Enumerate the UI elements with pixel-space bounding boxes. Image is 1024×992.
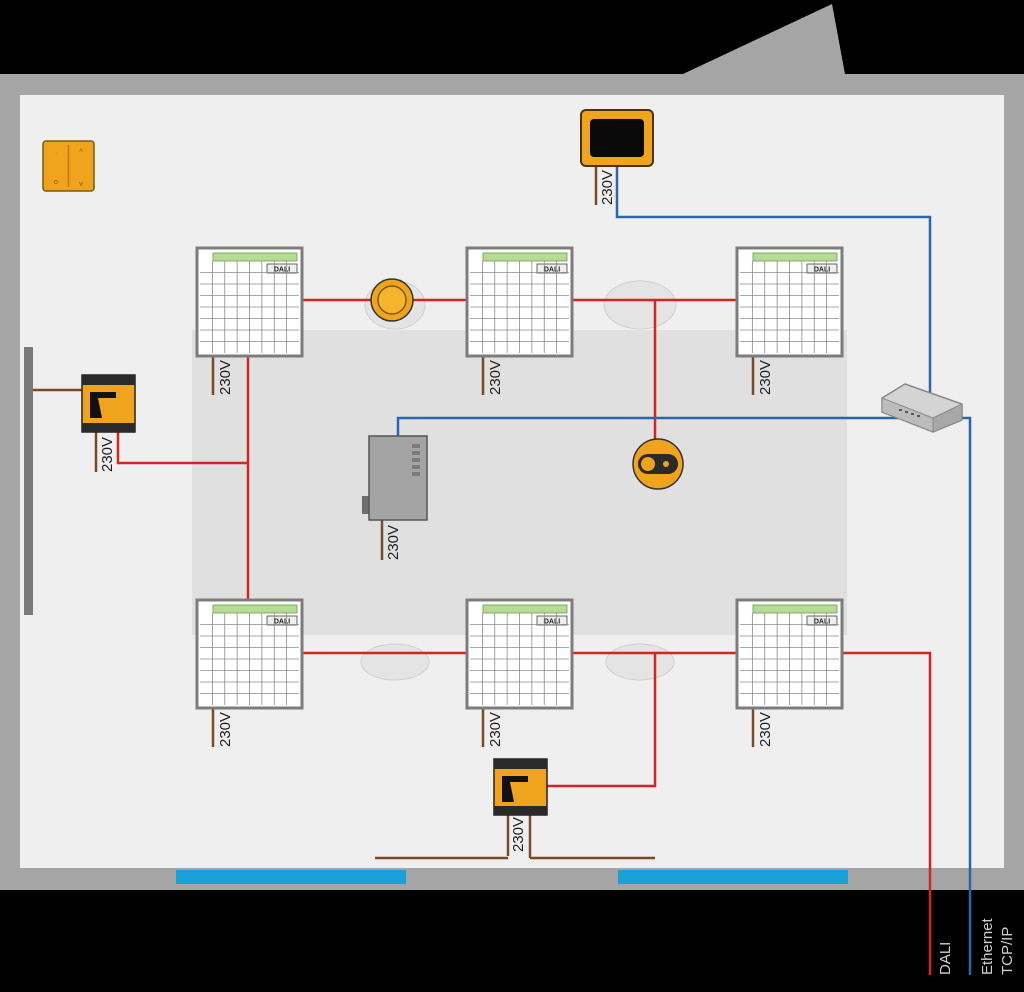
panel-status-bar [482,604,568,614]
wall-switch[interactable]: · ^ o v [42,140,95,192]
dali-gateway-bottom[interactable] [493,758,548,816]
dali-badge-label: DALI [814,267,830,274]
panel-status-bar [212,604,298,614]
dali-badge-label: DALI [544,267,560,274]
dali-badge-label: DALI [274,619,290,626]
voltage-label-7: 230V [599,170,616,205]
panel-status-bar [752,604,838,614]
conference-table [192,330,847,635]
dali-badge-label: DALI [544,619,560,626]
svg-text:o: o [54,179,58,186]
panel-status-bar [482,252,568,262]
power-cables [33,166,755,860]
dali-led-panel-4[interactable]: DALI [195,598,304,710]
voltage-label-2: 230V [487,360,504,395]
dali-led-panel-2[interactable]: DALI [465,246,574,358]
dali-led-panel-6[interactable]: DALI [735,598,844,710]
presence-sensor-top[interactable] [370,278,414,322]
ethernet-cables [396,166,972,975]
dali-led-panel-3[interactable]: DALI [735,246,844,358]
voltage-label-9: 230V [385,525,402,560]
dali-badge-label: DALI [814,619,830,626]
dali-led-panel-1[interactable]: DALI [195,246,304,358]
control-unit[interactable] [362,435,428,521]
wall-rail [24,347,33,615]
svg-text:v: v [79,181,83,188]
dali-panels: DALI DALI DALI DALI DALI DALI [195,246,844,710]
voltage-label-8: 230V [99,437,116,472]
voltage-label-1: 230V [217,360,234,395]
tcpip-cable-label: TCP/IP [999,927,1016,975]
touch-panel[interactable] [580,109,654,167]
voltage-label-4: 230V [217,712,234,747]
dali-badge-label: DALI [274,267,290,274]
window-right [618,870,848,884]
dali-bus [116,298,932,975]
voltage-label-6: 230V [757,712,774,747]
voltage-label-5: 230V [487,712,504,747]
dali-cable-label: DALI [937,942,954,975]
network-router[interactable] [881,383,963,433]
voltage-label-3: 230V [757,360,774,395]
multi-sensor-center[interactable] [632,438,684,490]
panel-status-bar [212,252,298,262]
door-wall-left [683,4,845,96]
svg-text:·: · [55,149,57,156]
dali-led-panel-5[interactable]: DALI [465,598,574,710]
svg-text:^: ^ [79,149,83,156]
voltage-label-10: 230V [510,817,527,852]
dali-gateway-left[interactable] [81,374,136,433]
ethernet-cable-label: Ethernet [979,917,996,975]
window-left [176,870,406,884]
voltage-labels: 230V 230V 230V 230V 230V 230V 230V 230V 230V 230V [99,170,774,852]
panel-status-bar [752,252,838,262]
